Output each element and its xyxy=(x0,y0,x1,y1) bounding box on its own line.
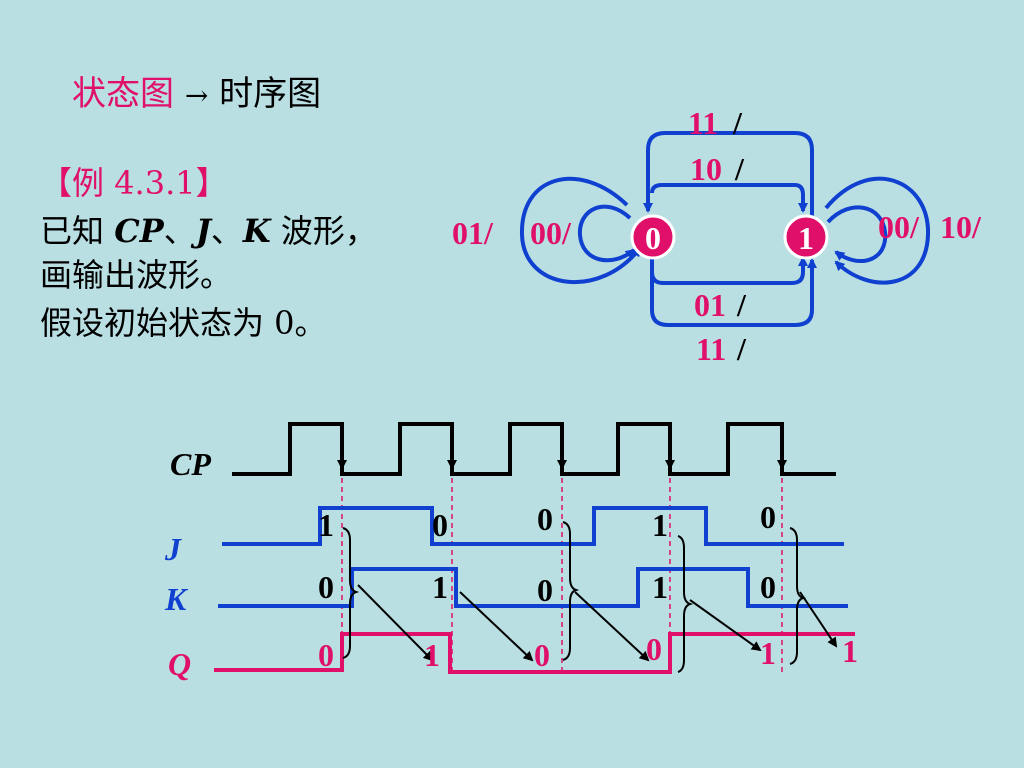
label-top-outer-slash: / xyxy=(732,105,743,141)
label-top-inner: 10 xyxy=(690,151,722,187)
arc-bottom-outer xyxy=(650,258,817,327)
j-values: 1 0 0 1 0 xyxy=(318,499,776,543)
cp-edge-arrows xyxy=(337,440,787,470)
label-top-outer: 11 xyxy=(688,105,718,141)
signal-label-j: J xyxy=(164,531,182,567)
k-value: 0 xyxy=(760,569,776,605)
q-value: 0 xyxy=(534,637,550,673)
self-loop-0-inner xyxy=(577,204,636,263)
svg-text:0: 0 xyxy=(645,220,661,256)
page-title: 状态图 → 时序图 xyxy=(72,66,321,115)
state-diagram xyxy=(519,131,931,327)
q-value: 1 xyxy=(760,635,776,671)
k-value: 0 xyxy=(318,569,334,605)
title-arrow: → xyxy=(184,79,209,112)
signal-label-cp: CP xyxy=(170,446,211,482)
k-value: 0 xyxy=(537,572,553,608)
title-state-diagram: 状态图 xyxy=(72,74,174,114)
q-value: 1 xyxy=(842,633,858,669)
k-value: 1 xyxy=(652,569,668,605)
title-timing-diagram: 时序图 xyxy=(219,74,322,114)
state-node-0: 0 xyxy=(630,214,676,260)
j-value: 0 xyxy=(760,499,776,535)
label-bottom-outer: 11 xyxy=(696,331,726,367)
j-waveform xyxy=(222,506,844,546)
label-bottom-inner: 01 xyxy=(694,287,726,323)
k-value: 1 xyxy=(432,569,448,605)
k-waveform xyxy=(218,567,848,608)
example-line-3: 假设初始状态为 0。 xyxy=(40,304,327,342)
label-self0-outer: 01/ xyxy=(452,215,494,251)
q-value: 1 xyxy=(424,637,440,673)
arc-top-inner xyxy=(650,183,808,213)
label-self1-outer: 10/ xyxy=(940,209,982,245)
q-waveform xyxy=(214,632,855,674)
q-values: 0 1 0 0 1 1 xyxy=(318,631,858,673)
signal-label-k: K xyxy=(164,581,189,617)
self-loop-1-inner xyxy=(826,205,888,263)
example-line-1: 已知 CP、J、K 波形， xyxy=(40,212,377,250)
transition-arrows xyxy=(357,584,838,662)
j-value: 0 xyxy=(537,501,553,537)
j-value: 1 xyxy=(652,507,668,543)
label-bottom-outer-slash: / xyxy=(736,331,747,367)
signal-labels: CP J K Q xyxy=(164,446,211,682)
label-self1-inner: 00/ xyxy=(878,209,920,245)
q-value: 0 xyxy=(646,631,662,667)
j-value: 1 xyxy=(318,507,334,543)
arc-bottom-inner xyxy=(650,256,808,285)
k-values: 0 1 0 1 0 xyxy=(318,569,776,608)
q-value: 0 xyxy=(318,637,334,673)
label-self0-inner: 00/ xyxy=(530,215,572,251)
self-loop-0-outer xyxy=(519,177,642,285)
example-heading: 【例 4.3.1】 xyxy=(40,164,228,202)
arc-top-outer xyxy=(643,131,814,218)
j-value: 0 xyxy=(432,507,448,543)
svg-text:1: 1 xyxy=(798,220,814,256)
label-top-inner-slash: / xyxy=(734,151,745,187)
self-loop-1-outer xyxy=(824,176,931,285)
state-node-1: 1 xyxy=(783,214,829,260)
signal-label-q: Q xyxy=(168,646,191,682)
label-bottom-inner-slash: / xyxy=(736,287,747,323)
cp-waveform xyxy=(232,422,836,476)
example-line-2: 画输出波形。 xyxy=(40,256,233,294)
